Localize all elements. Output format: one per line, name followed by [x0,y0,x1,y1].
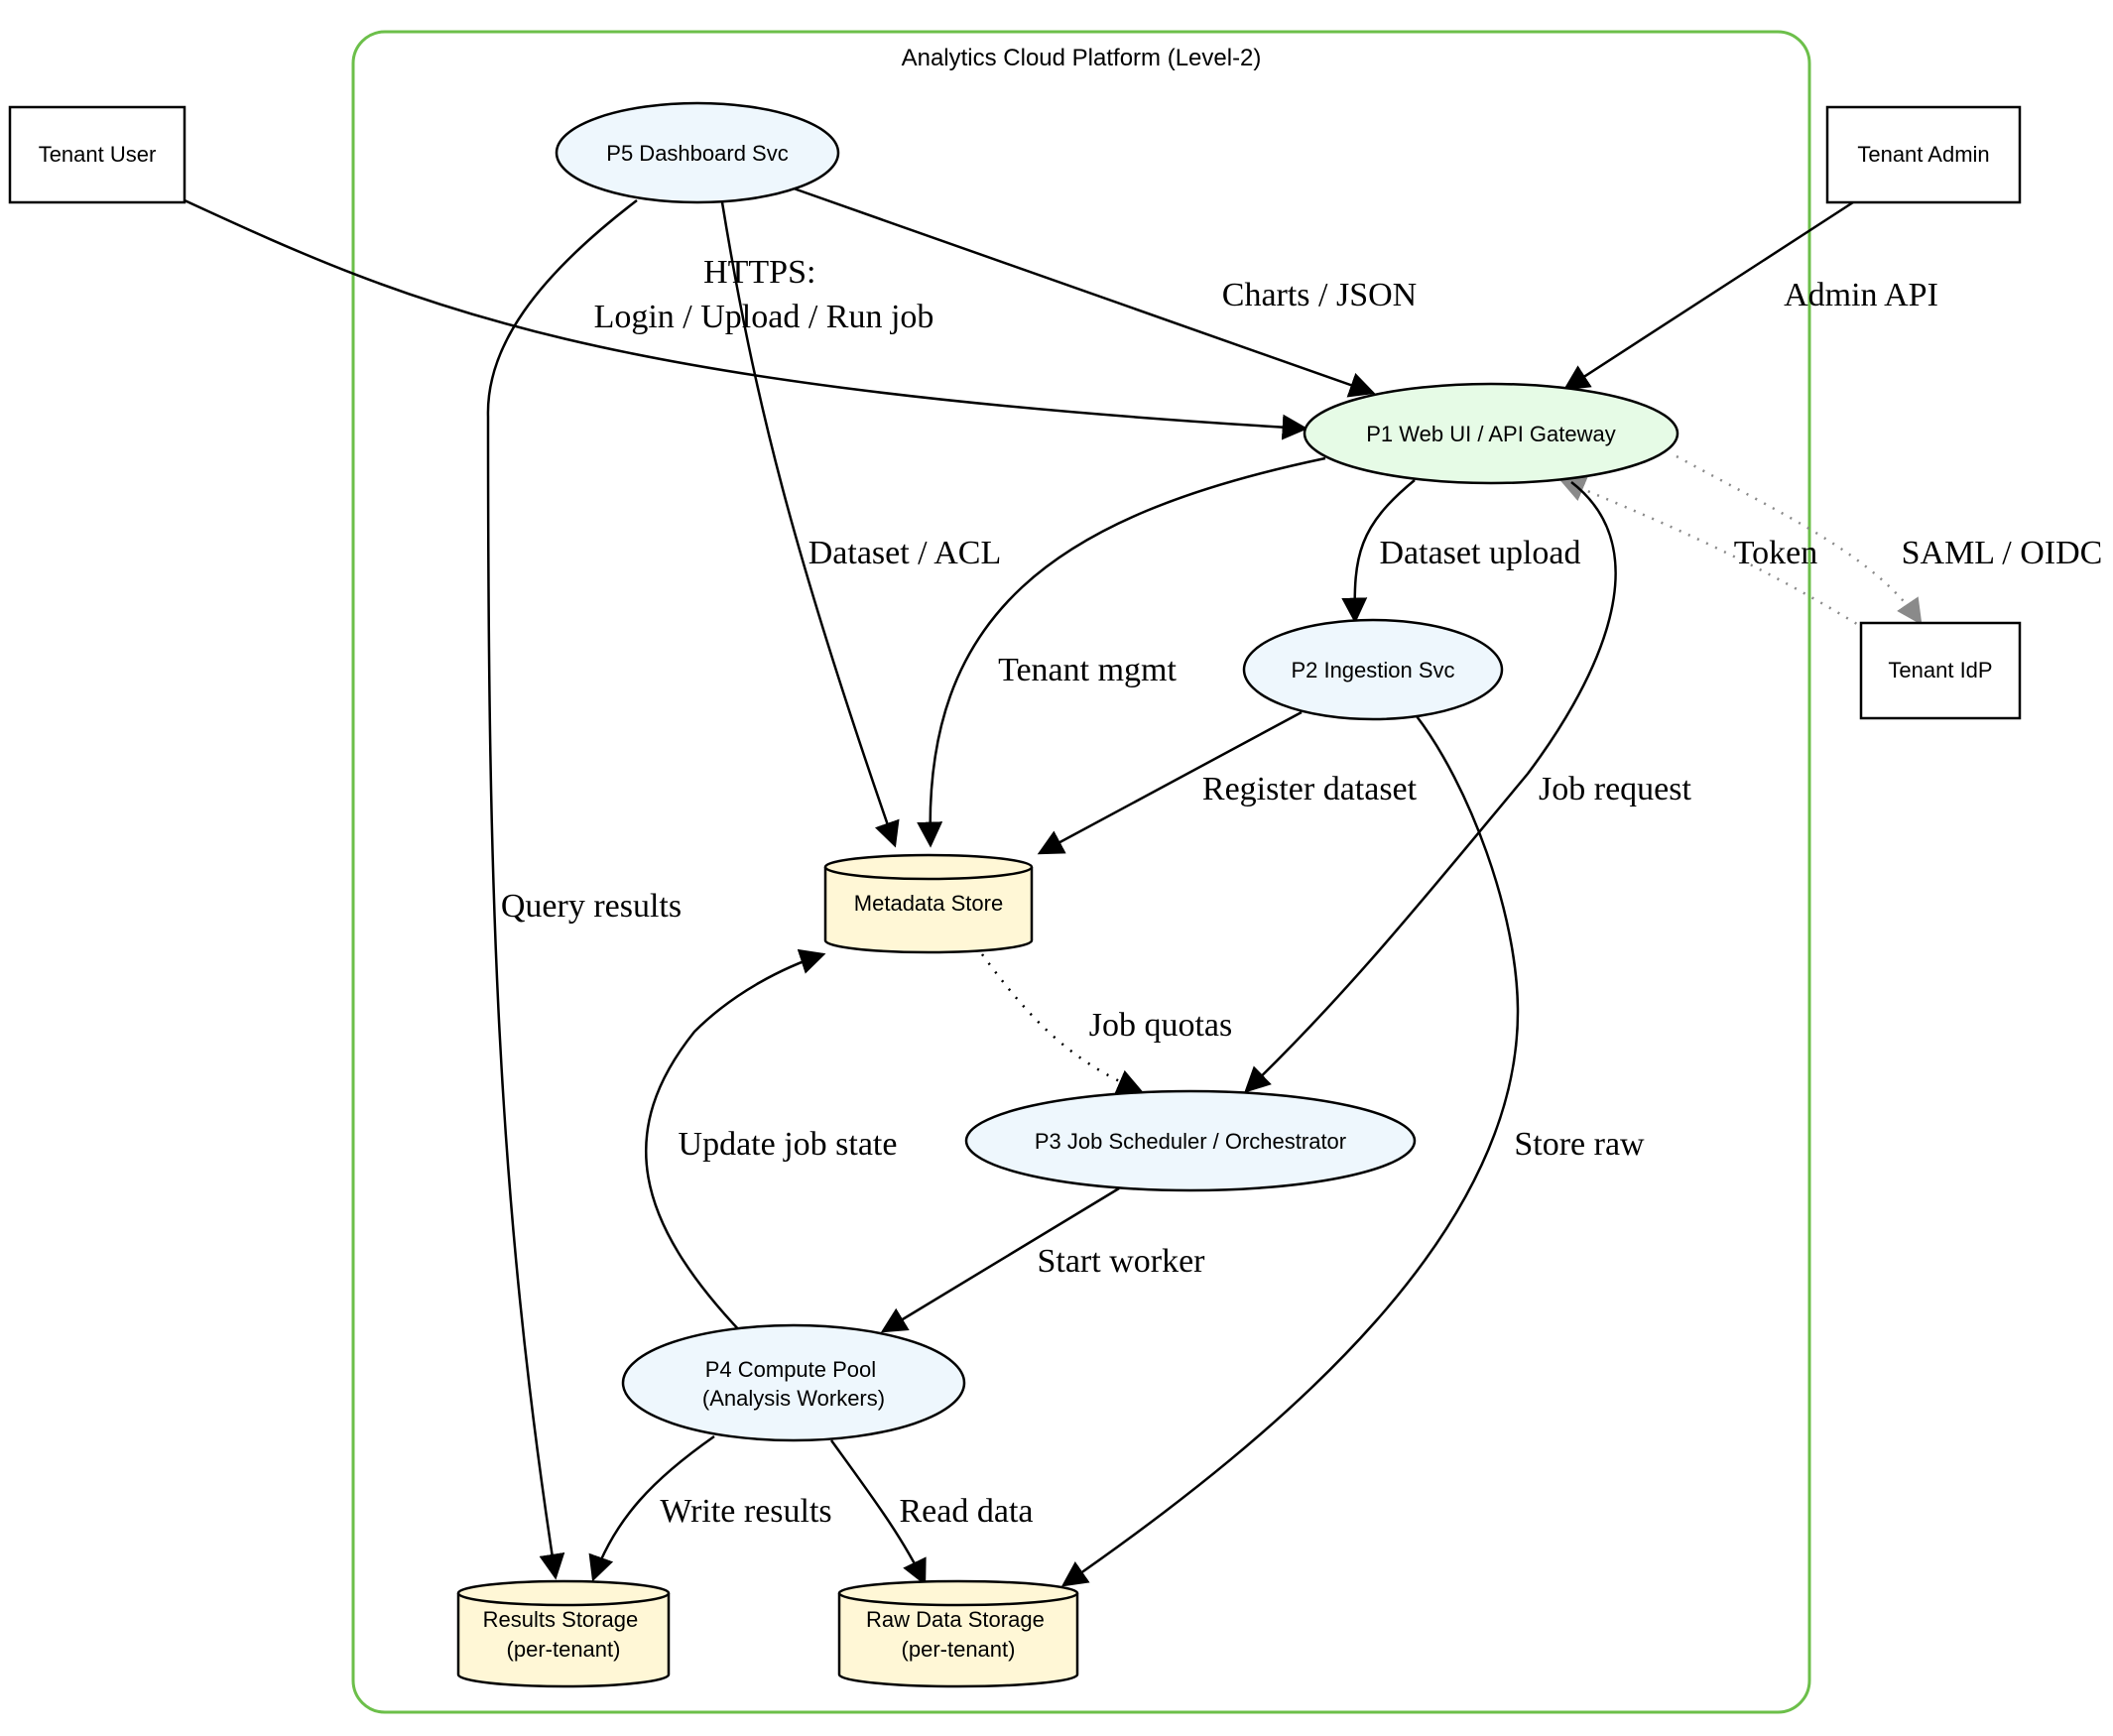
node-p3-job-scheduler[interactable]: P3 Job Scheduler / Orchestrator [964,1089,1417,1192]
node-p5-dashboard-svc[interactable]: P5 Dashboard Svc [555,101,840,204]
edge-p5-to-results [486,199,638,1580]
edge-label-register-dataset: Register dataset [1202,771,1418,807]
edge-idp-to-p1 [1558,477,1866,631]
edge-p2-to-metadata [1037,710,1303,855]
node-label: P1 Web UI / API Gateway [1366,422,1616,446]
edge-p3-to-p4 [880,1186,1120,1333]
edge-label-admin-api: Admin API [1784,277,1938,313]
node-p4-compute-pool[interactable]: P4 Compute Pool (Analysis Workers) [621,1323,966,1442]
edge-label-write-results: Write results [660,1493,831,1530]
edge-label-charts-json: Charts / JSON [1222,277,1417,313]
edge-p4-to-raw [829,1439,927,1586]
edge-user-to-p1 [184,198,1308,440]
edge-label-dataset-acl: Dataset / ACL [808,535,1002,571]
edge-label-read-data: Read data [900,1493,1034,1530]
node-raw-data-storage[interactable]: Raw Data Storage (per-tenant) [837,1579,1079,1688]
edge-p1-to-p3 [1244,481,1617,1093]
node-label: P2 Ingestion Svc [1291,658,1454,682]
edge-label-query-results: Query results [501,888,682,925]
node-label: Results Storage (per-tenant) [483,1607,645,1662]
platform-cluster [351,30,1811,1714]
edge-label-saml-oidc: SAML / OIDC [1902,535,2103,571]
node-metadata-store[interactable]: Metadata Store [823,853,1034,954]
node-tenant-user[interactable]: Tenant User [8,105,186,204]
edge-label-https: HTTPS: Login / Upload / Run job [594,254,934,335]
edge-label-token: Token [1734,535,1818,571]
edge-p1-to-p2 [1341,479,1416,624]
edge-label-tenant-mgmt: Tenant mgmt [998,652,1177,688]
node-p2-ingestion-svc[interactable]: P2 Ingestion Svc [1242,618,1504,721]
edge-metadata-to-p3 [980,953,1144,1094]
edge-label-dataset-upload: Dataset upload [1380,535,1581,571]
node-label: P4 Compute Pool (Analysis Workers) [702,1357,885,1411]
node-p1-web-ui-api-gateway[interactable]: P1 Web UI / API Gateway [1303,382,1679,485]
edge-label-job-quotas: Job quotas [1089,1007,1233,1044]
edge-p1-to-metadata [917,456,1326,848]
edge-p4-to-results [588,1434,715,1582]
edge-p4-to-metadata [644,948,826,1334]
edge-label-start-worker: Start worker [1037,1243,1205,1280]
edge-p5-to-metadata [720,201,900,848]
cluster-title: Analytics Cloud Platform (Level-2) [902,45,1262,71]
node-label: Tenant User [39,142,157,167]
node-label: Raw Data Storage (per-tenant) [866,1607,1051,1662]
node-tenant-admin[interactable]: Tenant Admin [1825,105,2022,204]
node-label: Tenant Admin [1857,142,1989,167]
edge-label-update-job-state: Update job state [679,1126,898,1163]
edge-label-store-raw: Store raw [1514,1126,1645,1163]
node-tenant-idp[interactable]: Tenant IdP [1859,621,2022,720]
edge-admin-to-p1 [1562,200,1854,391]
node-label: Tenant IdP [1888,658,1992,682]
edge-label-job-request: Job request [1539,771,1691,807]
node-label: P3 Job Scheduler / Orchestrator [1035,1129,1346,1154]
edge-p5-to-p1 [793,186,1376,398]
node-label: Metadata Store [854,891,1003,916]
node-label: P5 Dashboard Svc [606,141,788,166]
edge-p2-to-raw [1060,715,1520,1587]
node-results-storage[interactable]: Results Storage (per-tenant) [456,1579,671,1688]
